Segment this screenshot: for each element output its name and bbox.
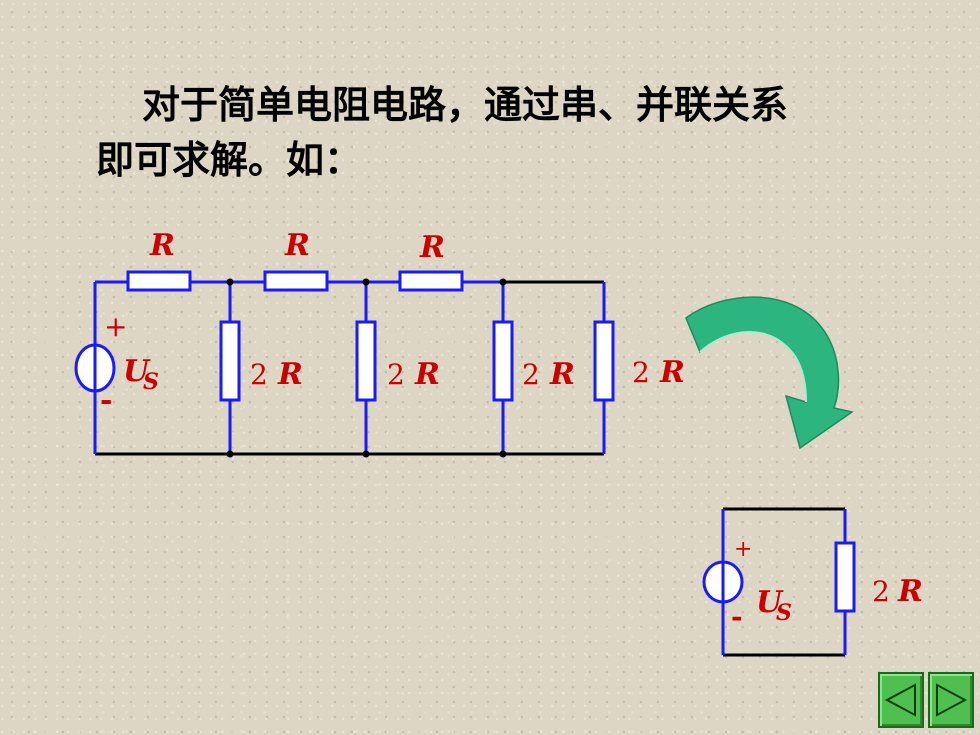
shunt-resistor-2 [355,320,377,402]
shunt-label-var-4: R [659,355,685,390]
shunt-label-coef-2: 2 [387,358,405,391]
eq-label-var: R [897,574,923,609]
source-minus: - [100,383,112,418]
series-resistor-2 [263,270,329,292]
slide-navigation [878,672,978,730]
series-resistor-1 [126,270,192,292]
slide-heading: 对于简单电阻电路，通过串、并联关系 即可求解。如： [96,78,916,188]
series-label-3: R [419,230,445,265]
eq-source-label-main: U [756,585,784,620]
shunt-label-coef-4: 2 [632,356,650,389]
junction-dot [226,278,234,286]
series-label-1: R [149,228,175,263]
eq-source-label-sub: S [776,600,792,626]
junction-dots [226,278,507,458]
junction-dot [499,450,507,458]
curved-arrow-icon [685,296,854,450]
shunt-resistor-1 [219,320,241,402]
heading-line-2: 即可求解。如： [96,138,363,182]
shunt-resistor-3 [492,320,514,402]
eq-resistor [834,541,856,613]
shunt-label-coef-1: 2 [250,358,268,391]
junction-dot [226,450,234,458]
heading-line-1: 对于简单电阻电路，通过串、并联关系 [142,83,789,127]
junction-dot [362,278,370,286]
equivalent-circuit [721,507,856,657]
shunt-label-var-3: R [549,357,575,392]
source-label-main: U [123,354,151,389]
junction-dot [362,450,370,458]
next-triangle-icon [936,683,968,717]
shunt-resistor-4 [593,320,615,402]
shunt-resistors [219,320,615,402]
shunt-label-var-1: R [277,357,303,392]
prev-slide-button[interactable] [878,672,924,728]
source-plus: + [104,310,127,343]
eq-label-coef: 2 [872,575,890,608]
shunt-label-coef-3: 2 [522,358,540,391]
eq-source-plus: + [734,537,752,562]
shunt-label-var-2: R [414,357,440,392]
series-resistor-3 [398,270,464,292]
junction-dot [499,278,507,286]
series-resistors [126,270,464,292]
series-label-2: R [284,228,310,263]
next-slide-button[interactable] [928,672,974,728]
eq-voltage-source-icon [702,560,744,604]
prev-triangle-icon [884,683,916,717]
eq-source-minus: - [731,600,743,633]
source-label-sub: S [143,369,159,395]
voltage-source-icon [74,343,116,393]
